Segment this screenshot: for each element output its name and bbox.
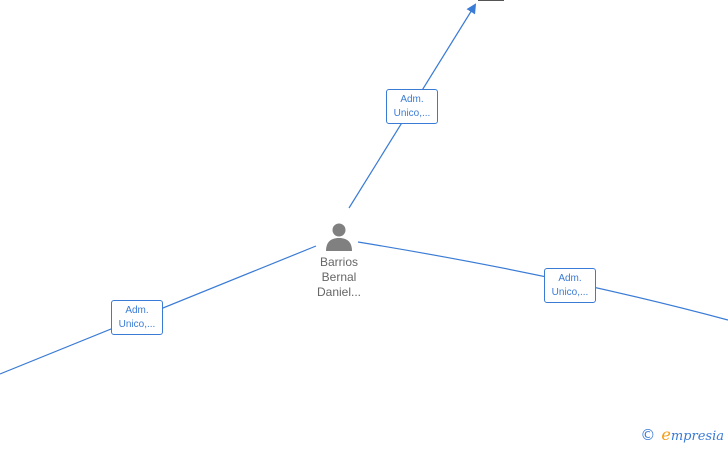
edge-label-line: Adm. <box>400 94 424 105</box>
edge-label-top[interactable]: Adm. Unico,... <box>386 89 438 124</box>
edge-label-line: Adm. <box>558 273 582 284</box>
empresia-watermark: © empresia <box>640 425 724 444</box>
brand-initial: e <box>661 425 671 444</box>
edge-label-line: Unico,... <box>551 287 589 298</box>
person-icon <box>326 223 352 251</box>
person-node[interactable]: Barrios Bernal Daniel... <box>300 222 378 300</box>
edge-label-line: Unico,... <box>393 108 431 119</box>
edge-label-line: Unico,... <box>118 319 156 330</box>
person-name: Barrios Bernal Daniel... <box>300 255 378 300</box>
empresia-logo: empresia <box>661 425 724 444</box>
edge-label-left[interactable]: Adm. Unico,... <box>111 300 163 335</box>
copyright-icon: © <box>640 425 656 444</box>
person-name-line: Barrios <box>319 255 358 269</box>
person-name-line: Bernal <box>321 270 357 284</box>
person-name-line: Daniel... <box>316 285 362 299</box>
edge-line-right <box>357 241 728 321</box>
edge-label-right[interactable]: Adm. Unico,... <box>544 268 596 303</box>
edge-label-line: Adm. <box>125 305 149 316</box>
brand-rest: mpresia <box>670 429 724 444</box>
